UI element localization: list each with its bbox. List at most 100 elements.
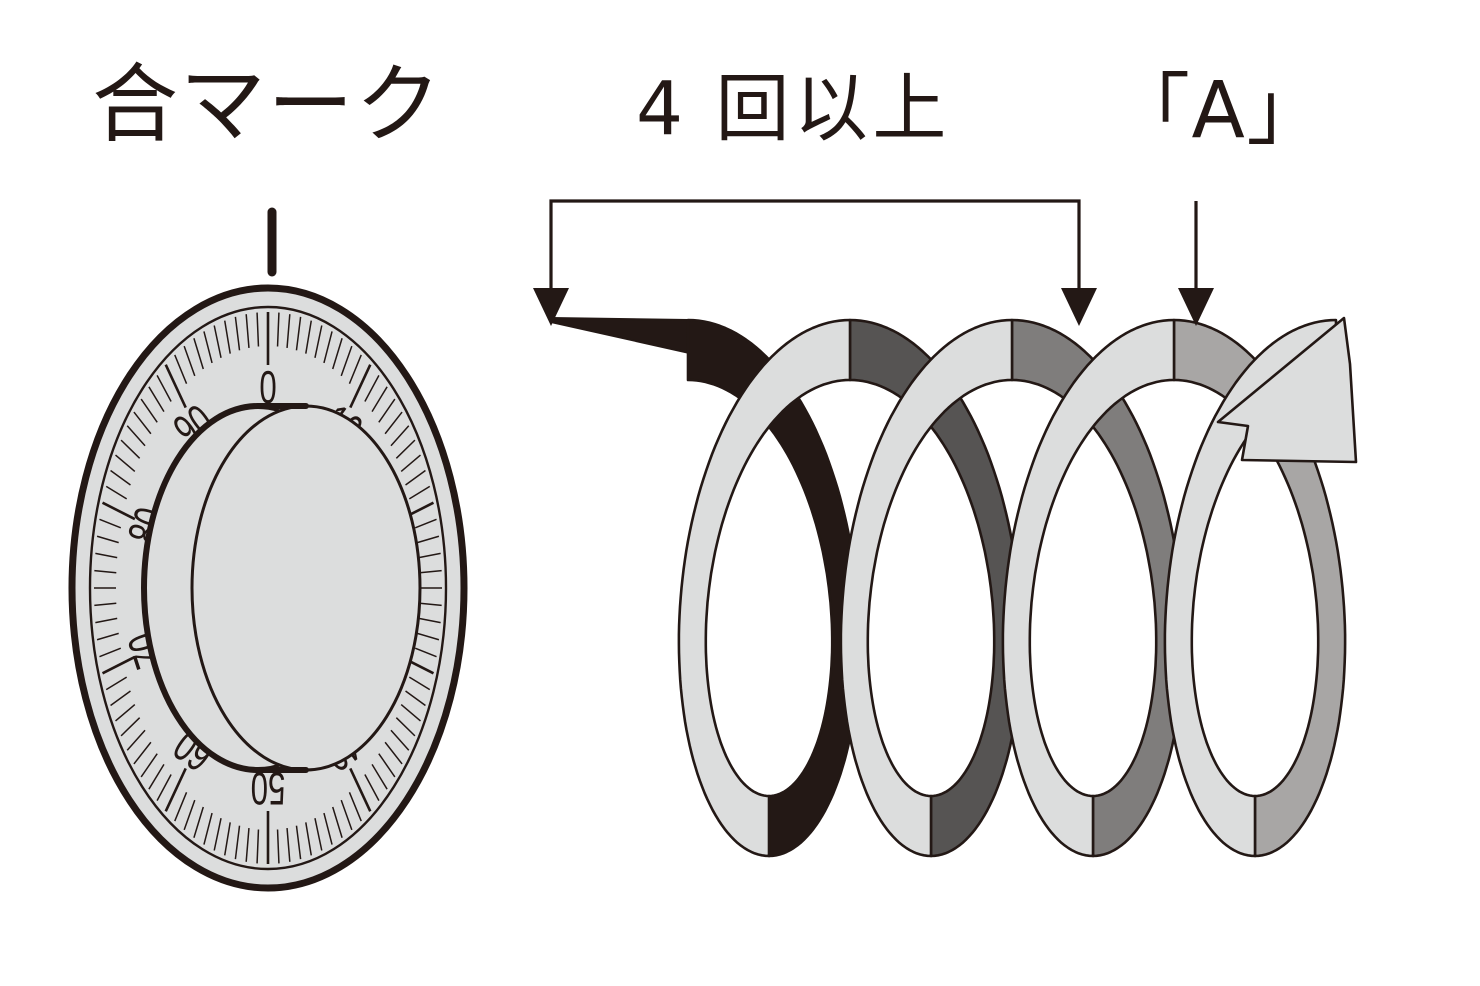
dial-tick-minor	[276, 829, 280, 864]
dial-tick-minor	[140, 753, 158, 778]
bracket-right-arrowhead	[1061, 288, 1097, 326]
dial-tick-minor	[174, 792, 188, 822]
coil-arrowhead	[1216, 316, 1358, 464]
dial-tick-minor	[414, 647, 437, 658]
dial-tick-minor	[408, 676, 431, 691]
dial-tick-minor	[332, 338, 343, 370]
dial-tick-minor	[419, 569, 442, 574]
dial-tick-minor	[295, 316, 302, 351]
dial-tick-minor	[390, 425, 410, 447]
dial-tick-minor	[140, 398, 158, 423]
coil-turn-3-front	[1001, 318, 1176, 858]
dial-tick-minor	[384, 741, 403, 765]
dial-number-0: 0	[259, 362, 276, 414]
dial-bezel-line	[88, 305, 448, 871]
dial-tick-minor	[110, 469, 131, 486]
dial-tick-minor	[286, 828, 291, 862]
dial-tick-minor	[133, 741, 152, 765]
dial-tick-minor	[156, 774, 172, 802]
dial-tick-minor	[348, 792, 362, 822]
dial-tick-minor	[395, 439, 416, 459]
dial-tick-minor	[183, 345, 196, 377]
dial-tick-minor	[96, 632, 119, 641]
alignment-mark-label: 合マーク	[92, 55, 443, 155]
dial-tick-minor	[193, 806, 204, 838]
dial-tick-minor	[378, 398, 396, 423]
dial-tick-minor	[95, 552, 118, 559]
dial-tick-minor	[408, 485, 431, 500]
dial-tick-minor	[400, 454, 421, 472]
dial-tick-minor	[115, 454, 136, 472]
turn-count-bracket	[549, 199, 1081, 292]
dial-tick-minor	[193, 338, 204, 370]
dial-tick-minor	[94, 602, 117, 607]
dial-tick-minor	[213, 818, 222, 851]
dial-tick-major	[101, 501, 136, 521]
dial-tick-major	[164, 364, 187, 409]
dial-tick-minor	[120, 717, 141, 737]
dial-tick-minor	[340, 799, 353, 831]
dial-tick-minor	[203, 331, 213, 364]
dial-tick-minor	[323, 331, 333, 364]
dial-tick-minor	[234, 825, 241, 860]
dial-tick-major	[101, 655, 136, 675]
dial-tick-minor	[305, 320, 313, 354]
dial-tick-minor	[323, 812, 333, 845]
bracket-left-arrowhead	[533, 288, 569, 326]
coil-turn-1-front	[677, 318, 852, 858]
dial-tick-minor	[405, 690, 426, 707]
dial-tick-minor	[418, 552, 441, 559]
dial-tick-minor	[148, 386, 165, 412]
dial-tick-minor	[286, 314, 291, 348]
dial-tick-minor	[378, 753, 396, 778]
dial-knob-edge	[255, 403, 309, 773]
dial-tick-minor	[414, 518, 437, 529]
dial-tick-minor	[183, 799, 196, 831]
dial-tick-minor	[133, 411, 152, 435]
dial-tick-minor	[390, 729, 410, 751]
dial-tick-minor	[417, 535, 440, 544]
dial-tick-minor	[364, 374, 380, 402]
dial-tick-minor	[174, 354, 188, 384]
dial-tick-minor	[126, 425, 146, 447]
dial-tick-minor	[305, 822, 313, 856]
dial-tick-minor	[203, 812, 213, 845]
dial-tick-major	[349, 364, 372, 409]
dial-tick-minor	[295, 825, 302, 860]
dial-tick-minor	[340, 345, 353, 377]
dial-tick-minor	[99, 518, 122, 529]
dial-tick-minor	[417, 632, 440, 641]
dial-tick-major	[349, 767, 372, 812]
dial-tick-minor	[105, 676, 128, 691]
dial-tick-minor	[256, 829, 260, 864]
dial-tick-minor	[371, 764, 388, 790]
turn-count-label: 4 回以上	[636, 66, 951, 152]
dial-tick-marks	[94, 312, 442, 864]
dial-tick-minor	[95, 617, 118, 624]
dial-tick-minor	[148, 764, 165, 790]
dial-tick-minor	[348, 354, 362, 384]
dial-tick-minor	[332, 806, 343, 838]
dial-tick-minor	[105, 485, 128, 500]
dial-tick-minor	[314, 325, 323, 358]
dial-tick-minor	[256, 312, 260, 347]
dial-tick-minor	[395, 717, 416, 737]
dial-tick-minor	[96, 535, 119, 544]
dial-tick-minor	[213, 325, 222, 358]
dial-tick-minor	[156, 374, 172, 402]
dial-tick-minor	[234, 316, 241, 351]
dial-tick-minor	[371, 386, 388, 412]
dial-tick-minor	[99, 647, 122, 658]
letter-a-arrowhead	[1178, 288, 1214, 326]
dial-tick-minor	[120, 439, 141, 459]
dial-tick-minor	[223, 320, 231, 354]
dial-tick-minor	[245, 314, 250, 348]
dial-tick-minor	[418, 617, 441, 624]
target-letter-label: 「A」	[1112, 66, 1327, 156]
dial-tick-major	[164, 767, 187, 812]
dial-tick-minor	[115, 704, 136, 722]
